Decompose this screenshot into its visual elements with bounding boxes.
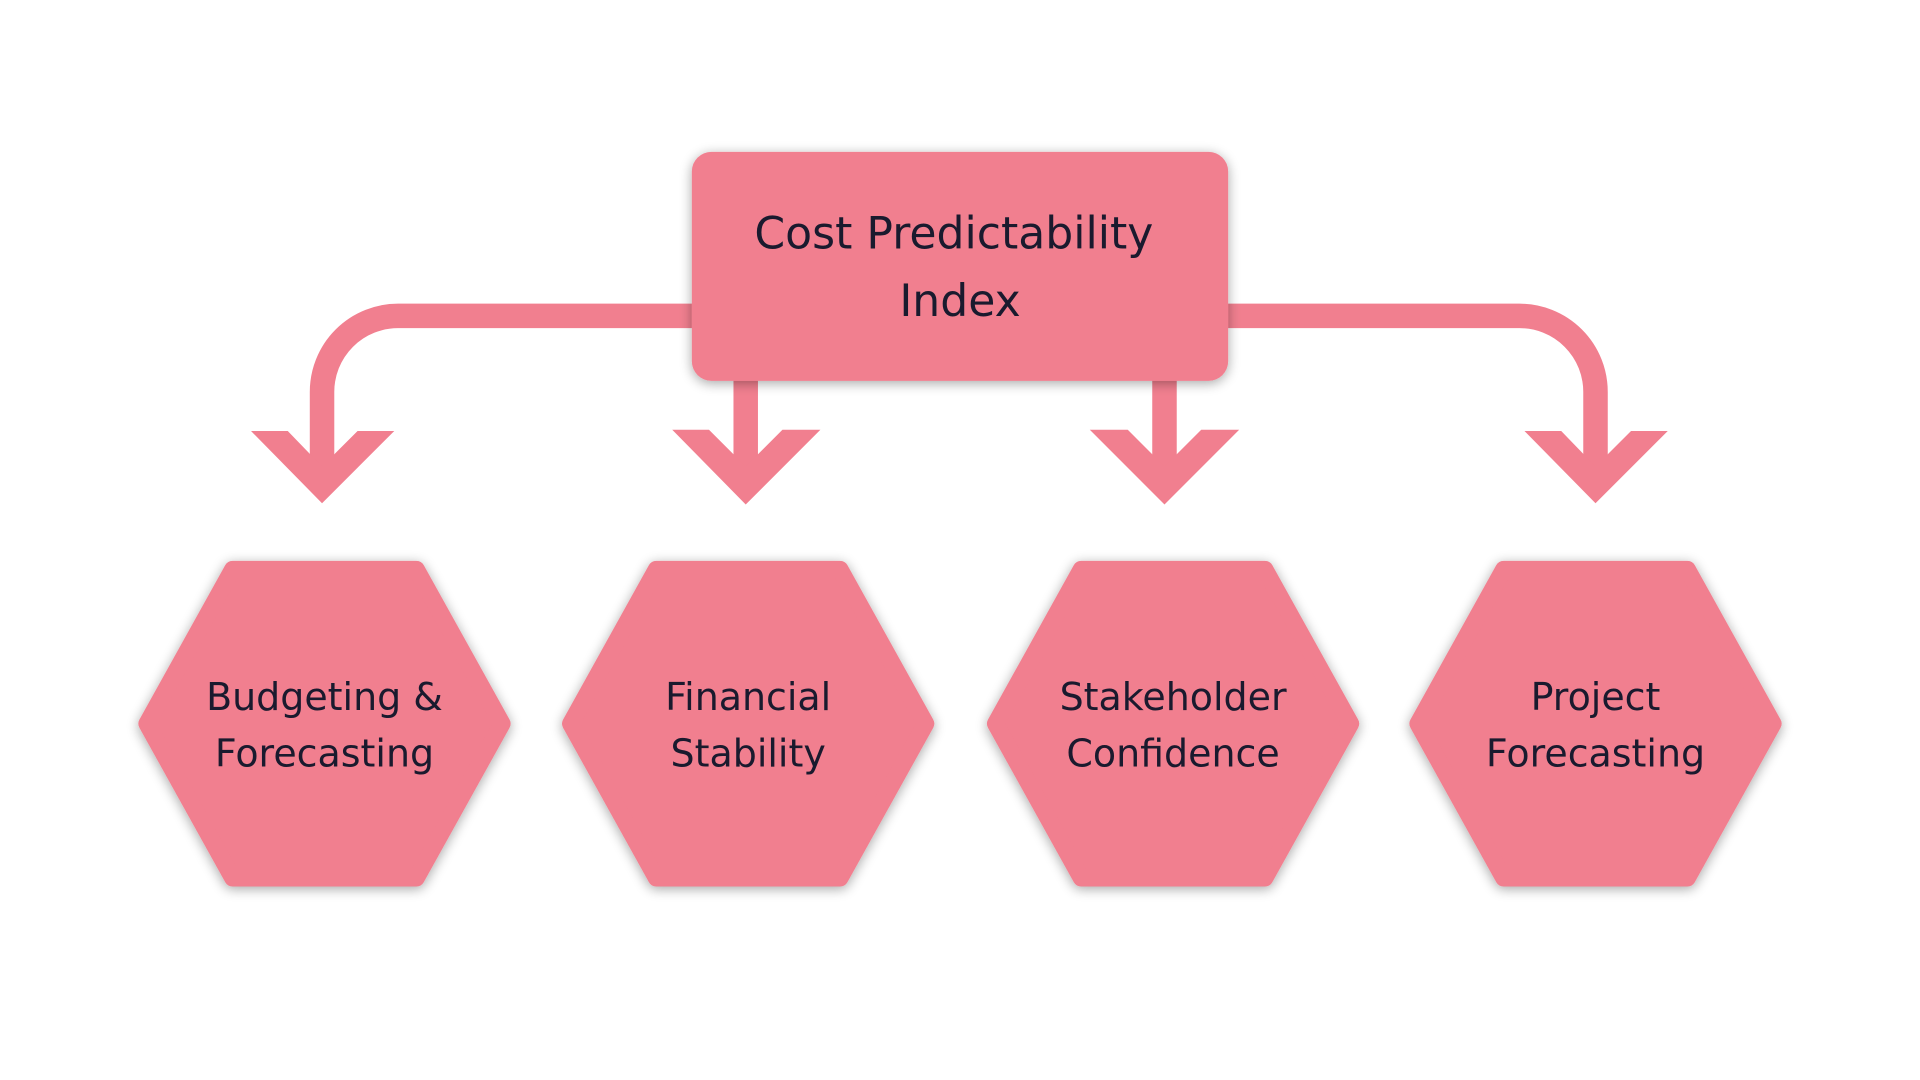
- hexagon-label-line-1: Project: [1531, 675, 1661, 719]
- arrowhead-3: [1089, 429, 1240, 505]
- arrowhead-4: [1524, 431, 1668, 504]
- hexagon-label-line-2: Forecasting: [1486, 732, 1705, 776]
- hexagon-label-line-2: Confidence: [1066, 732, 1279, 776]
- root-node: [691, 151, 1229, 381]
- hexagon-shape: [138, 560, 511, 887]
- connector-left: [309, 303, 698, 472]
- hexagon-shape: [1409, 560, 1782, 887]
- arrowheads: [251, 429, 1668, 505]
- root-label-line-1: Cost Predictability: [754, 209, 1153, 260]
- hexagon-label-line-2: Stability: [671, 732, 826, 776]
- connectors: [309, 303, 1608, 472]
- root-label-line-2: Index: [899, 276, 1020, 327]
- hexagon-label-line-2: Forecasting: [215, 732, 434, 776]
- hexagon-label-line-1: Financial: [665, 675, 831, 719]
- hexagon-shape: [562, 560, 935, 887]
- arrowhead-1: [251, 431, 395, 504]
- hexagon-label-line-1: Stakeholder: [1060, 675, 1287, 719]
- hexagon-shape: [986, 560, 1360, 887]
- connector-right: [1222, 303, 1608, 472]
- hexagon-label-line-1: Budgeting &: [206, 675, 443, 719]
- hexagon-node-budgeting-forecasting: Budgeting & Forecasting: [138, 560, 511, 887]
- arrowhead-2: [672, 429, 821, 505]
